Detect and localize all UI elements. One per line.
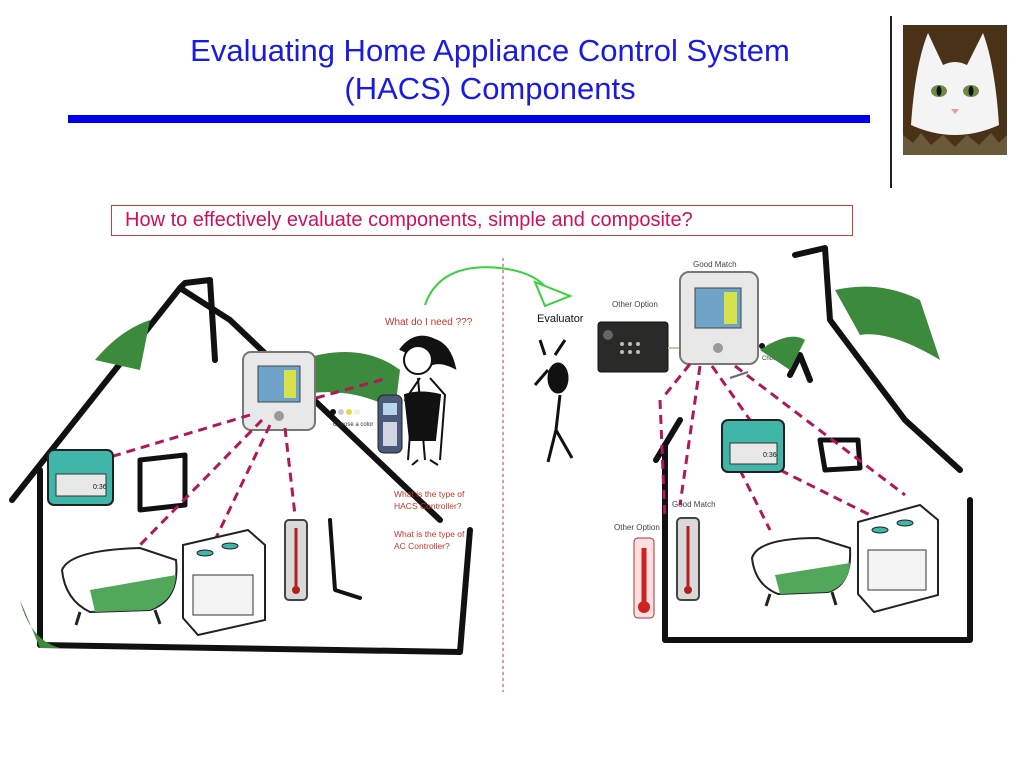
right-controller-icon: [679, 271, 789, 365]
q-hacs-line-1: What is the type of: [394, 489, 465, 499]
right-links: [658, 363, 906, 531]
what-do-i-need-label: What do I need ???: [385, 317, 473, 328]
right-stove-icon: [857, 503, 939, 614]
left-questions: What is the type of HACS Controller? Wha…: [394, 489, 465, 551]
right-house-icon: [653, 245, 973, 643]
left-roof-green-2: [300, 352, 400, 410]
right-bathtub-icon: [750, 536, 852, 607]
question-box: How to effectively evaluate components, …: [111, 205, 853, 236]
other-option-thermometer-icon: [633, 537, 655, 619]
left-house-icon: [9, 277, 473, 655]
q-hacs-line-2: HACS Controller?: [394, 501, 462, 511]
evaluator-figure-icon: [533, 339, 574, 463]
good-match-thermometer-icon: [676, 517, 700, 601]
svg-text:0:36: 0:36: [93, 484, 107, 491]
title-line-1: Evaluating Home Appliance Control System: [190, 33, 790, 68]
other-option-device-icon: [597, 321, 669, 373]
left-links: [99, 376, 389, 547]
left-thermometer-icon: [284, 519, 308, 601]
left-bathtub-icon: [60, 546, 178, 626]
phone-icon: [377, 394, 403, 454]
vertical-divider: [890, 16, 892, 188]
right-ac-unit-icon: 0:36: [721, 419, 785, 473]
cat-icon: [903, 25, 1007, 155]
good-match-top-label: Good Match: [693, 260, 737, 269]
left-choose-color: Choose a color: [333, 422, 373, 428]
right-roof-green-2: [760, 336, 805, 370]
curved-arrow-icon: [424, 266, 573, 308]
page-title: Evaluating Home Appliance Control System…: [60, 32, 920, 108]
other-option-top-label: Other Option: [612, 300, 658, 309]
left-ac-unit-icon: 0:36: [47, 449, 114, 506]
left-ground-green: [20, 600, 60, 648]
right-roof-green-1: [835, 286, 940, 360]
other-option-bottom-label: Other Option: [614, 523, 660, 532]
left-roof-green-1: [95, 320, 150, 370]
q-ac-line-2: AC Controller?: [394, 541, 450, 551]
cat-photo: [903, 25, 1007, 155]
evaluator-label: Evaluator: [537, 313, 584, 325]
title-underline: [68, 115, 870, 123]
title-line-2: (HACS) Components: [344, 71, 636, 106]
good-match-bottom-label: Good Match: [672, 500, 716, 509]
q-ac-line-1: What is the type of: [394, 529, 465, 539]
svg-text:0:36: 0:36: [763, 452, 777, 459]
left-controller-icon: [242, 351, 360, 431]
left-stove-icon: [182, 528, 266, 637]
pointer-tick: [729, 371, 749, 379]
girl-icon: [399, 335, 457, 466]
